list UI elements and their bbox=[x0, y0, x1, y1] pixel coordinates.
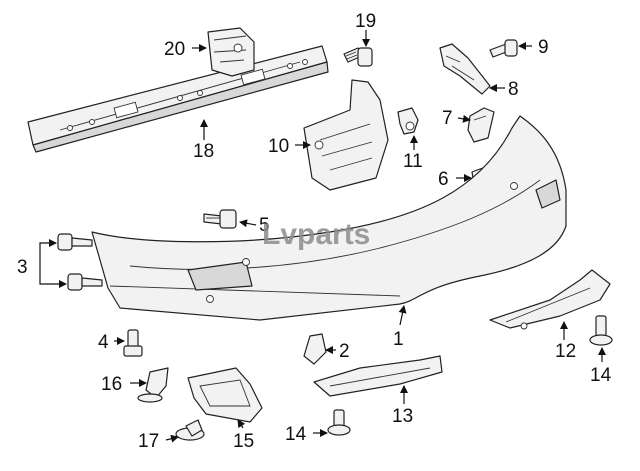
splash-shield-12-part bbox=[489, 269, 611, 330]
callout-16: 16 bbox=[101, 374, 122, 395]
callout-14-right: 14 bbox=[590, 365, 612, 386]
callout-3: 3 bbox=[17, 257, 28, 278]
clip-14b-part bbox=[589, 315, 613, 346]
side-bracket-8-part bbox=[439, 43, 491, 95]
callout-1: 1 bbox=[393, 329, 404, 350]
callout-5: 5 bbox=[259, 215, 270, 236]
callout-4: 4 bbox=[98, 332, 109, 353]
callout-13: 13 bbox=[392, 406, 413, 427]
clip-2-part bbox=[303, 333, 327, 365]
callout-7: 7 bbox=[442, 108, 453, 129]
screw-4-part bbox=[123, 329, 143, 357]
push-clip-16-part bbox=[137, 367, 169, 403]
callout-15: 15 bbox=[233, 431, 254, 452]
screw-3a-part bbox=[57, 233, 93, 251]
callout-10: 10 bbox=[268, 136, 289, 157]
bumper-cover-part bbox=[91, 115, 567, 321]
side-retainer-10-part bbox=[303, 79, 389, 191]
callout-11: 11 bbox=[403, 151, 423, 172]
lower-retainer-13-part bbox=[313, 355, 443, 397]
screw-3b-part bbox=[67, 273, 103, 291]
callout-12: 12 bbox=[555, 341, 576, 362]
clip-17-part bbox=[175, 419, 205, 441]
reflector-bezel-15-part bbox=[187, 367, 263, 423]
callout-labels: 20 19 9 8 7 10 18 11 6 5 3 1 4 2 12 14 1… bbox=[17, 11, 612, 452]
bolt-19-part bbox=[343, 47, 373, 67]
clip-14a-part bbox=[327, 409, 351, 436]
bolt-9-part bbox=[489, 39, 518, 58]
clip-11-part bbox=[397, 107, 419, 135]
callout-19: 19 bbox=[355, 11, 376, 32]
watermark-logo: Lvparts bbox=[262, 218, 370, 251]
callout-14-left: 14 bbox=[285, 424, 307, 445]
callout-17: 17 bbox=[138, 431, 159, 452]
callout-2: 2 bbox=[339, 341, 350, 362]
callout-20: 20 bbox=[164, 39, 185, 60]
clip-7-part bbox=[467, 107, 495, 143]
callout-18: 18 bbox=[193, 141, 214, 162]
bolt-5-part bbox=[203, 209, 237, 229]
callout-8: 8 bbox=[508, 79, 519, 100]
bar-bracket-part bbox=[207, 27, 255, 77]
callout-6: 6 bbox=[438, 169, 449, 190]
callout-9: 9 bbox=[538, 37, 549, 58]
leader-lines bbox=[39, 30, 606, 443]
